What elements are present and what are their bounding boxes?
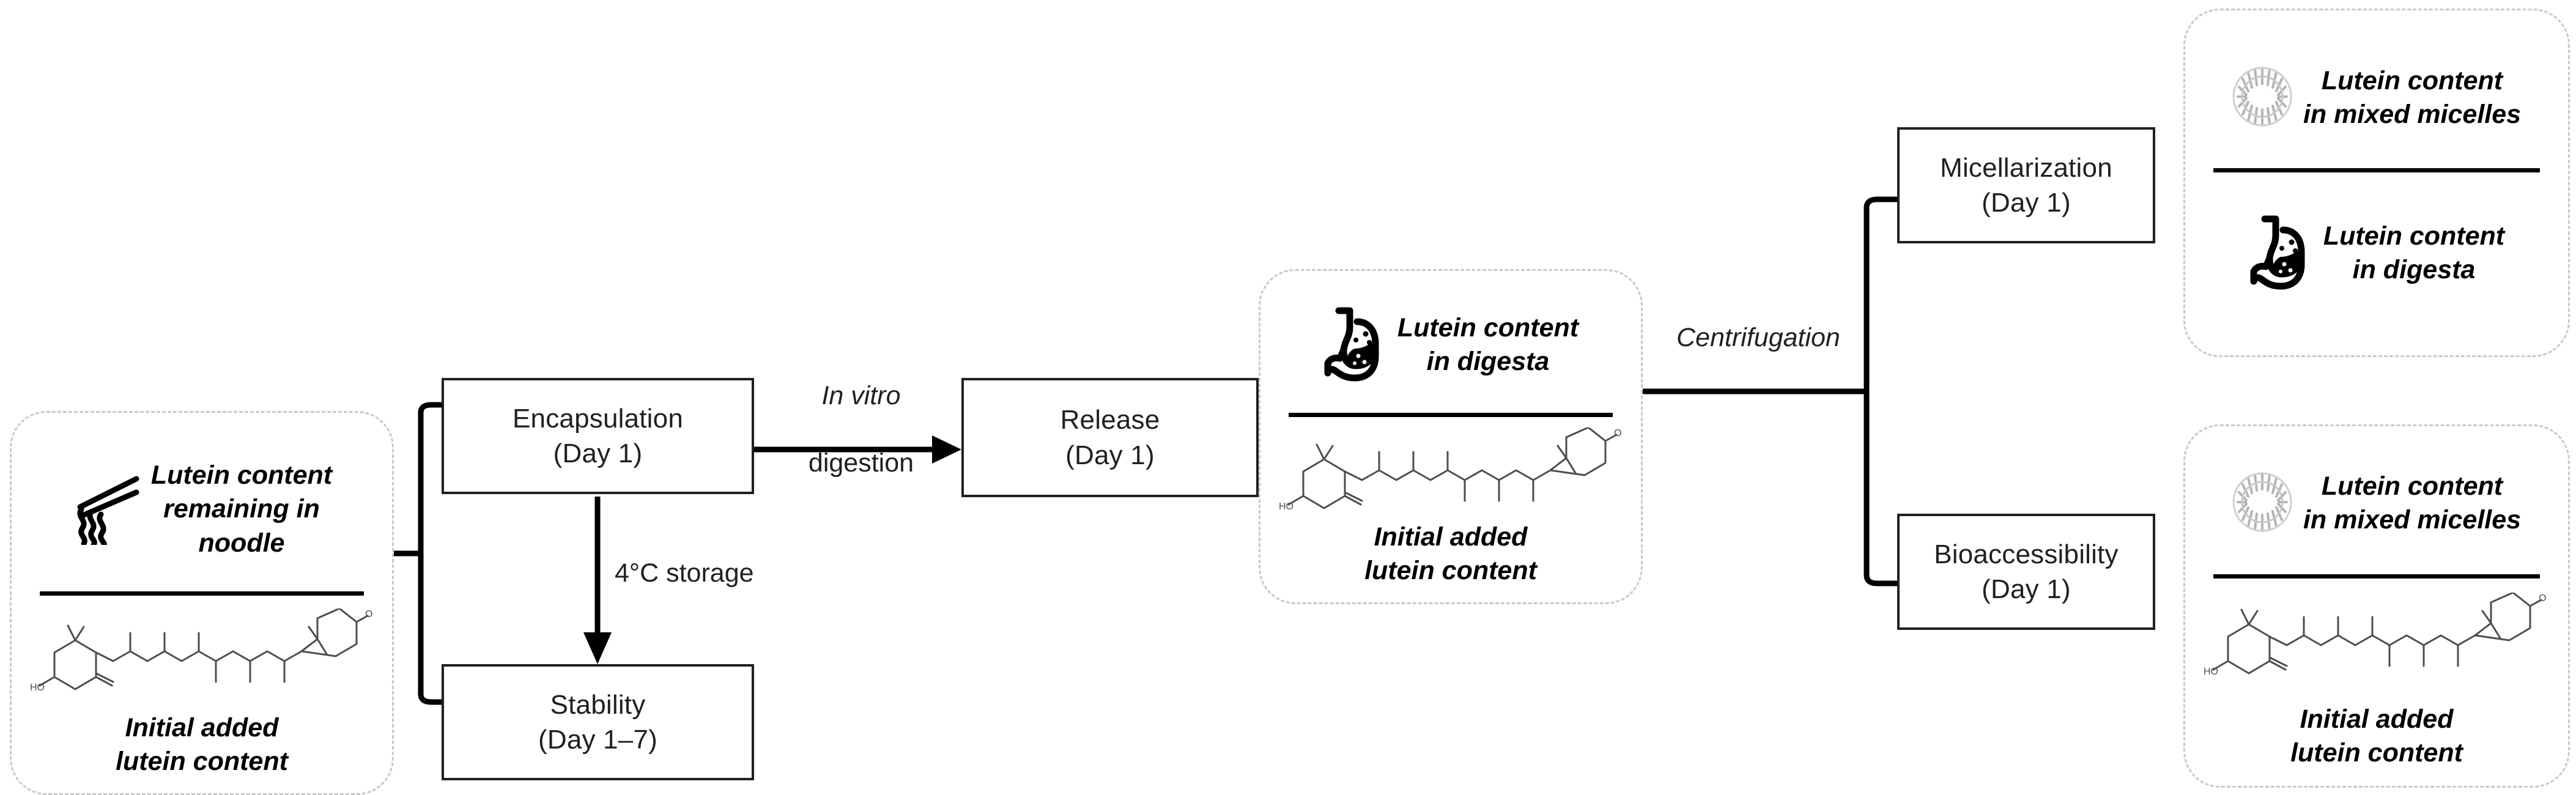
stability-line-1: Stability <box>550 689 646 720</box>
micelle-icon <box>2232 63 2292 133</box>
micellarization-line-1: Micellarization <box>1940 152 2112 183</box>
panel-bioaccessibility-ratio: Lutein content in mixed micelles <box>2183 424 2570 788</box>
stomach-icon <box>1323 305 1386 386</box>
label-centrifugation: Centrifugation <box>1676 323 1840 352</box>
lutein-molecule-icon: HO OH <box>30 607 380 703</box>
label-in-vitro-digestion: In vitro digestion <box>766 346 956 480</box>
noodle-numerator-row: Lutein content remaining in noodle <box>12 430 392 589</box>
lutein-molecule-icon: HO OH <box>2204 591 2553 687</box>
digesta-numerator-row: Lutein content in digesta <box>1260 284 1641 405</box>
svg-text:HO: HO <box>30 682 45 693</box>
digesta-numerator-label: Lutein content in digesta <box>1397 312 1579 376</box>
box-micellarization[interactable]: Micellarization (Day 1) <box>1897 127 2155 243</box>
micellarization-denominator-row: Lutein content in digesta <box>2185 177 2568 330</box>
bioaccessibility-denominator-label: Initial added lutein content <box>2290 704 2463 767</box>
encapsulation-line-1: Encapsulation <box>512 403 684 434</box>
digesta-denominator-row: HO OH Initial added lutein content <box>1260 421 1641 594</box>
box-bioaccessibility[interactable]: Bioaccessibility (Day 1) <box>1897 514 2155 630</box>
svg-text:HO: HO <box>2204 667 2218 677</box>
bioaccessibility-numerator-row: Lutein content in mixed micelles <box>2185 440 2568 567</box>
stability-line-2: (Day 1–7) <box>538 725 657 755</box>
noodle-denominator-label: Initial added lutein content <box>116 712 288 776</box>
bioaccessibility-line-2: (Day 1) <box>1982 574 2071 604</box>
bioaccessibility-line-1: Bioaccessibility <box>1934 539 2119 569</box>
micellarization-numerator-label: Lutein content in mixed micelles <box>2303 65 2522 129</box>
box-stability[interactable]: Stability (Day 1–7) <box>442 664 754 780</box>
bioaccessibility-denominator-row: HO OH Initial added lutein content <box>2185 583 2568 778</box>
noodle-denominator-row: HO OH Initial added lutein content <box>12 600 392 783</box>
svg-text:OH: OH <box>2539 593 2546 604</box>
noodle-fraction-bar <box>40 591 364 596</box>
chopsticks-noodle-icon <box>72 471 140 549</box>
digesta-fraction-bar <box>1289 413 1613 417</box>
in-vitro-italic: In vitro <box>821 381 901 411</box>
lutein-molecule-icon: HO OH <box>1279 426 1629 522</box>
digesta-denominator-label: Initial added lutein content <box>1364 522 1537 585</box>
stomach-icon <box>2249 213 2312 294</box>
bioaccessibility-fraction-bar <box>2213 574 2540 579</box>
release-line-1: Release <box>1060 405 1160 435</box>
svg-text:OH: OH <box>1614 428 1621 438</box>
svg-text:OH: OH <box>365 609 372 619</box>
panel-noodle-ratio: Lutein content remaining in noodle <box>10 411 394 795</box>
panel-digesta-ratio: Lutein content in digesta <box>1259 269 1643 604</box>
noodle-numerator-label: Lutein content remaining in noodle <box>150 460 333 558</box>
micellarization-denominator-label: Lutein content in digesta <box>2323 221 2505 284</box>
micellarization-line-2: (Day 1) <box>1982 188 2071 218</box>
label-storage-condition: 4°C storage <box>615 558 754 588</box>
bioaccessibility-numerator-label: Lutein content in mixed micelles <box>2303 471 2522 534</box>
release-line-2: (Day 1) <box>1065 440 1155 470</box>
encapsulation-line-2: (Day 1) <box>553 438 643 468</box>
digestion-text: digestion <box>808 448 914 478</box>
box-release[interactable]: Release (Day 1) <box>961 378 1259 497</box>
micelle-icon <box>2232 468 2292 539</box>
box-encapsulation[interactable]: Encapsulation (Day 1) <box>442 378 754 494</box>
panel-micellarization-ratio: Lutein content in mixed micelles <box>2183 9 2570 357</box>
micellarization-numerator-row: Lutein content in mixed micelles <box>2185 30 2568 166</box>
svg-text:HO: HO <box>1279 501 1294 512</box>
micellarization-fraction-bar <box>2213 168 2540 172</box>
